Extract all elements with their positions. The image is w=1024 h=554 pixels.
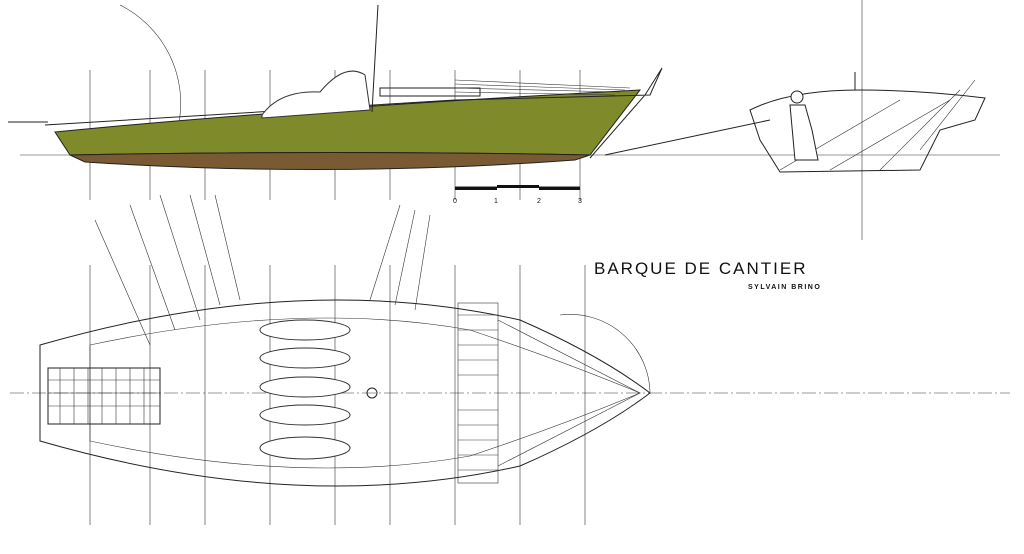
rower-icon xyxy=(790,90,804,104)
horses-icon xyxy=(259,319,351,460)
station-lines xyxy=(89,0,863,525)
plan-view xyxy=(39,194,651,487)
scale-label-1: 1 xyxy=(494,198,498,205)
drawing-title: BARQUE DE CANTIER xyxy=(594,259,808,278)
cross-section xyxy=(749,72,986,173)
scale-label-3: 3 xyxy=(578,198,582,205)
side-elevation xyxy=(8,4,771,190)
horse-icon xyxy=(261,70,371,119)
scale-label-2: 2 xyxy=(537,198,541,205)
scale-labels: 0 1 2 3 xyxy=(453,198,582,205)
scale-label-0: 0 xyxy=(453,198,457,205)
drawing-author: SYLVAIN BRINO xyxy=(748,284,822,291)
scale-bar xyxy=(455,185,580,190)
